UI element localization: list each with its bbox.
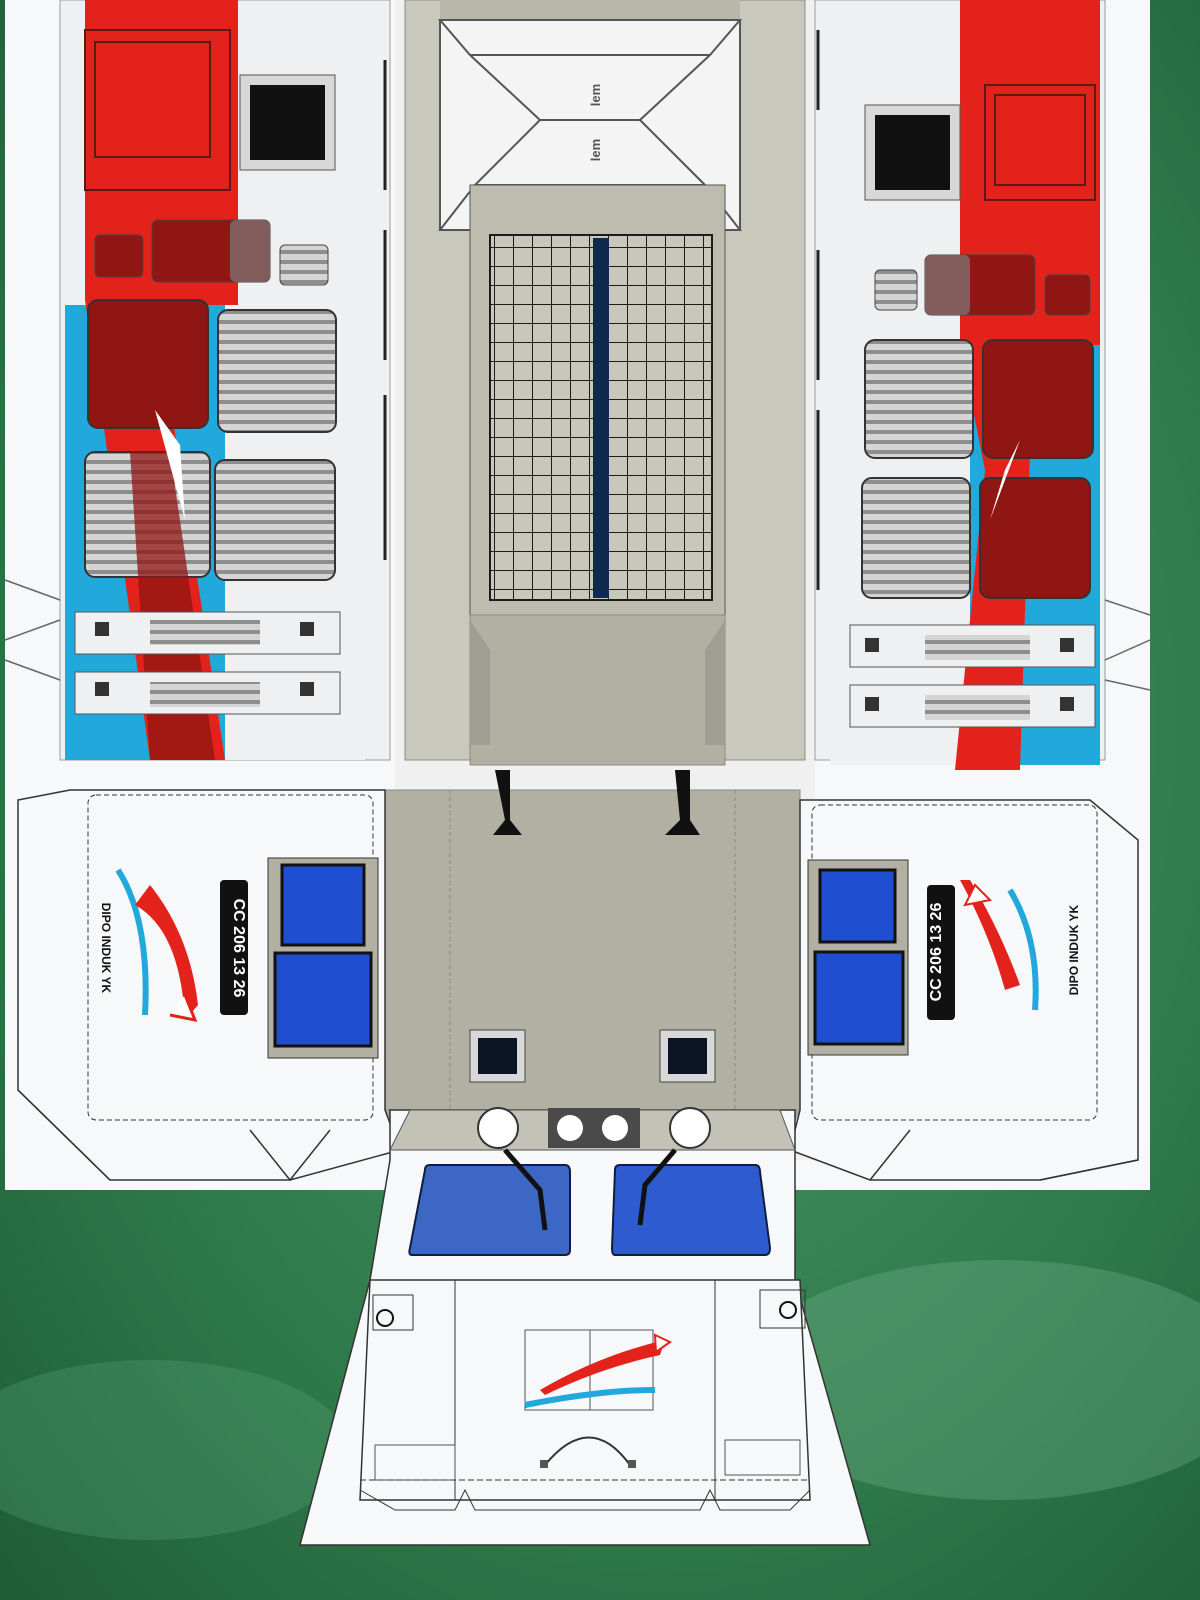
right-logo-cyan: [1007, 888, 1039, 1011]
windshield-right: [610, 1164, 772, 1256]
right-depot-name: DIPO INDUK YK: [1067, 904, 1081, 995]
front-logo-cyan: [524, 1387, 656, 1408]
left-loco-number: CC 206 13 26: [230, 899, 247, 998]
right-cab-window-lower: [813, 950, 905, 1046]
left-vent-square: [250, 85, 325, 160]
right-side-panel: [814, 0, 1151, 770]
roof-label-bottom: lem: [588, 139, 603, 161]
headlamp-right: [669, 1107, 711, 1149]
right-loco-number: CC 206 13 26: [928, 903, 945, 1002]
right-cab-side: CC 206 13 26 DIPO INDUK YK: [789, 799, 1139, 1181]
right-cab-window-upper: [818, 868, 897, 944]
left-logo-red: [135, 885, 198, 1020]
left-side-panel: [4, 0, 391, 761]
wiper-right: [637, 1148, 677, 1226]
front-logo-red: [540, 1340, 665, 1395]
left-logo-cyan: [115, 868, 149, 1016]
windshield-left: [408, 1164, 571, 1256]
right-logo-red: [960, 880, 1020, 990]
roof-center-bar: [593, 238, 609, 598]
right-vent-square: [875, 115, 950, 190]
headlamp-left: [477, 1107, 519, 1149]
roof-label-top: lem: [588, 84, 603, 106]
cab-front: [299, 1107, 871, 1546]
left-depot-name: DIPO INDUK YK: [99, 903, 113, 994]
left-cab-window-upper: [280, 863, 366, 947]
wiper-left: [503, 1148, 548, 1231]
left-louvre-1: [87, 299, 209, 429]
roof-strip: lem lem: [384, 0, 815, 1160]
left-cab-window-lower: [273, 951, 373, 1048]
left-cab-side: CC 206 13 26 DIPO INDUK YK: [17, 789, 401, 1182]
